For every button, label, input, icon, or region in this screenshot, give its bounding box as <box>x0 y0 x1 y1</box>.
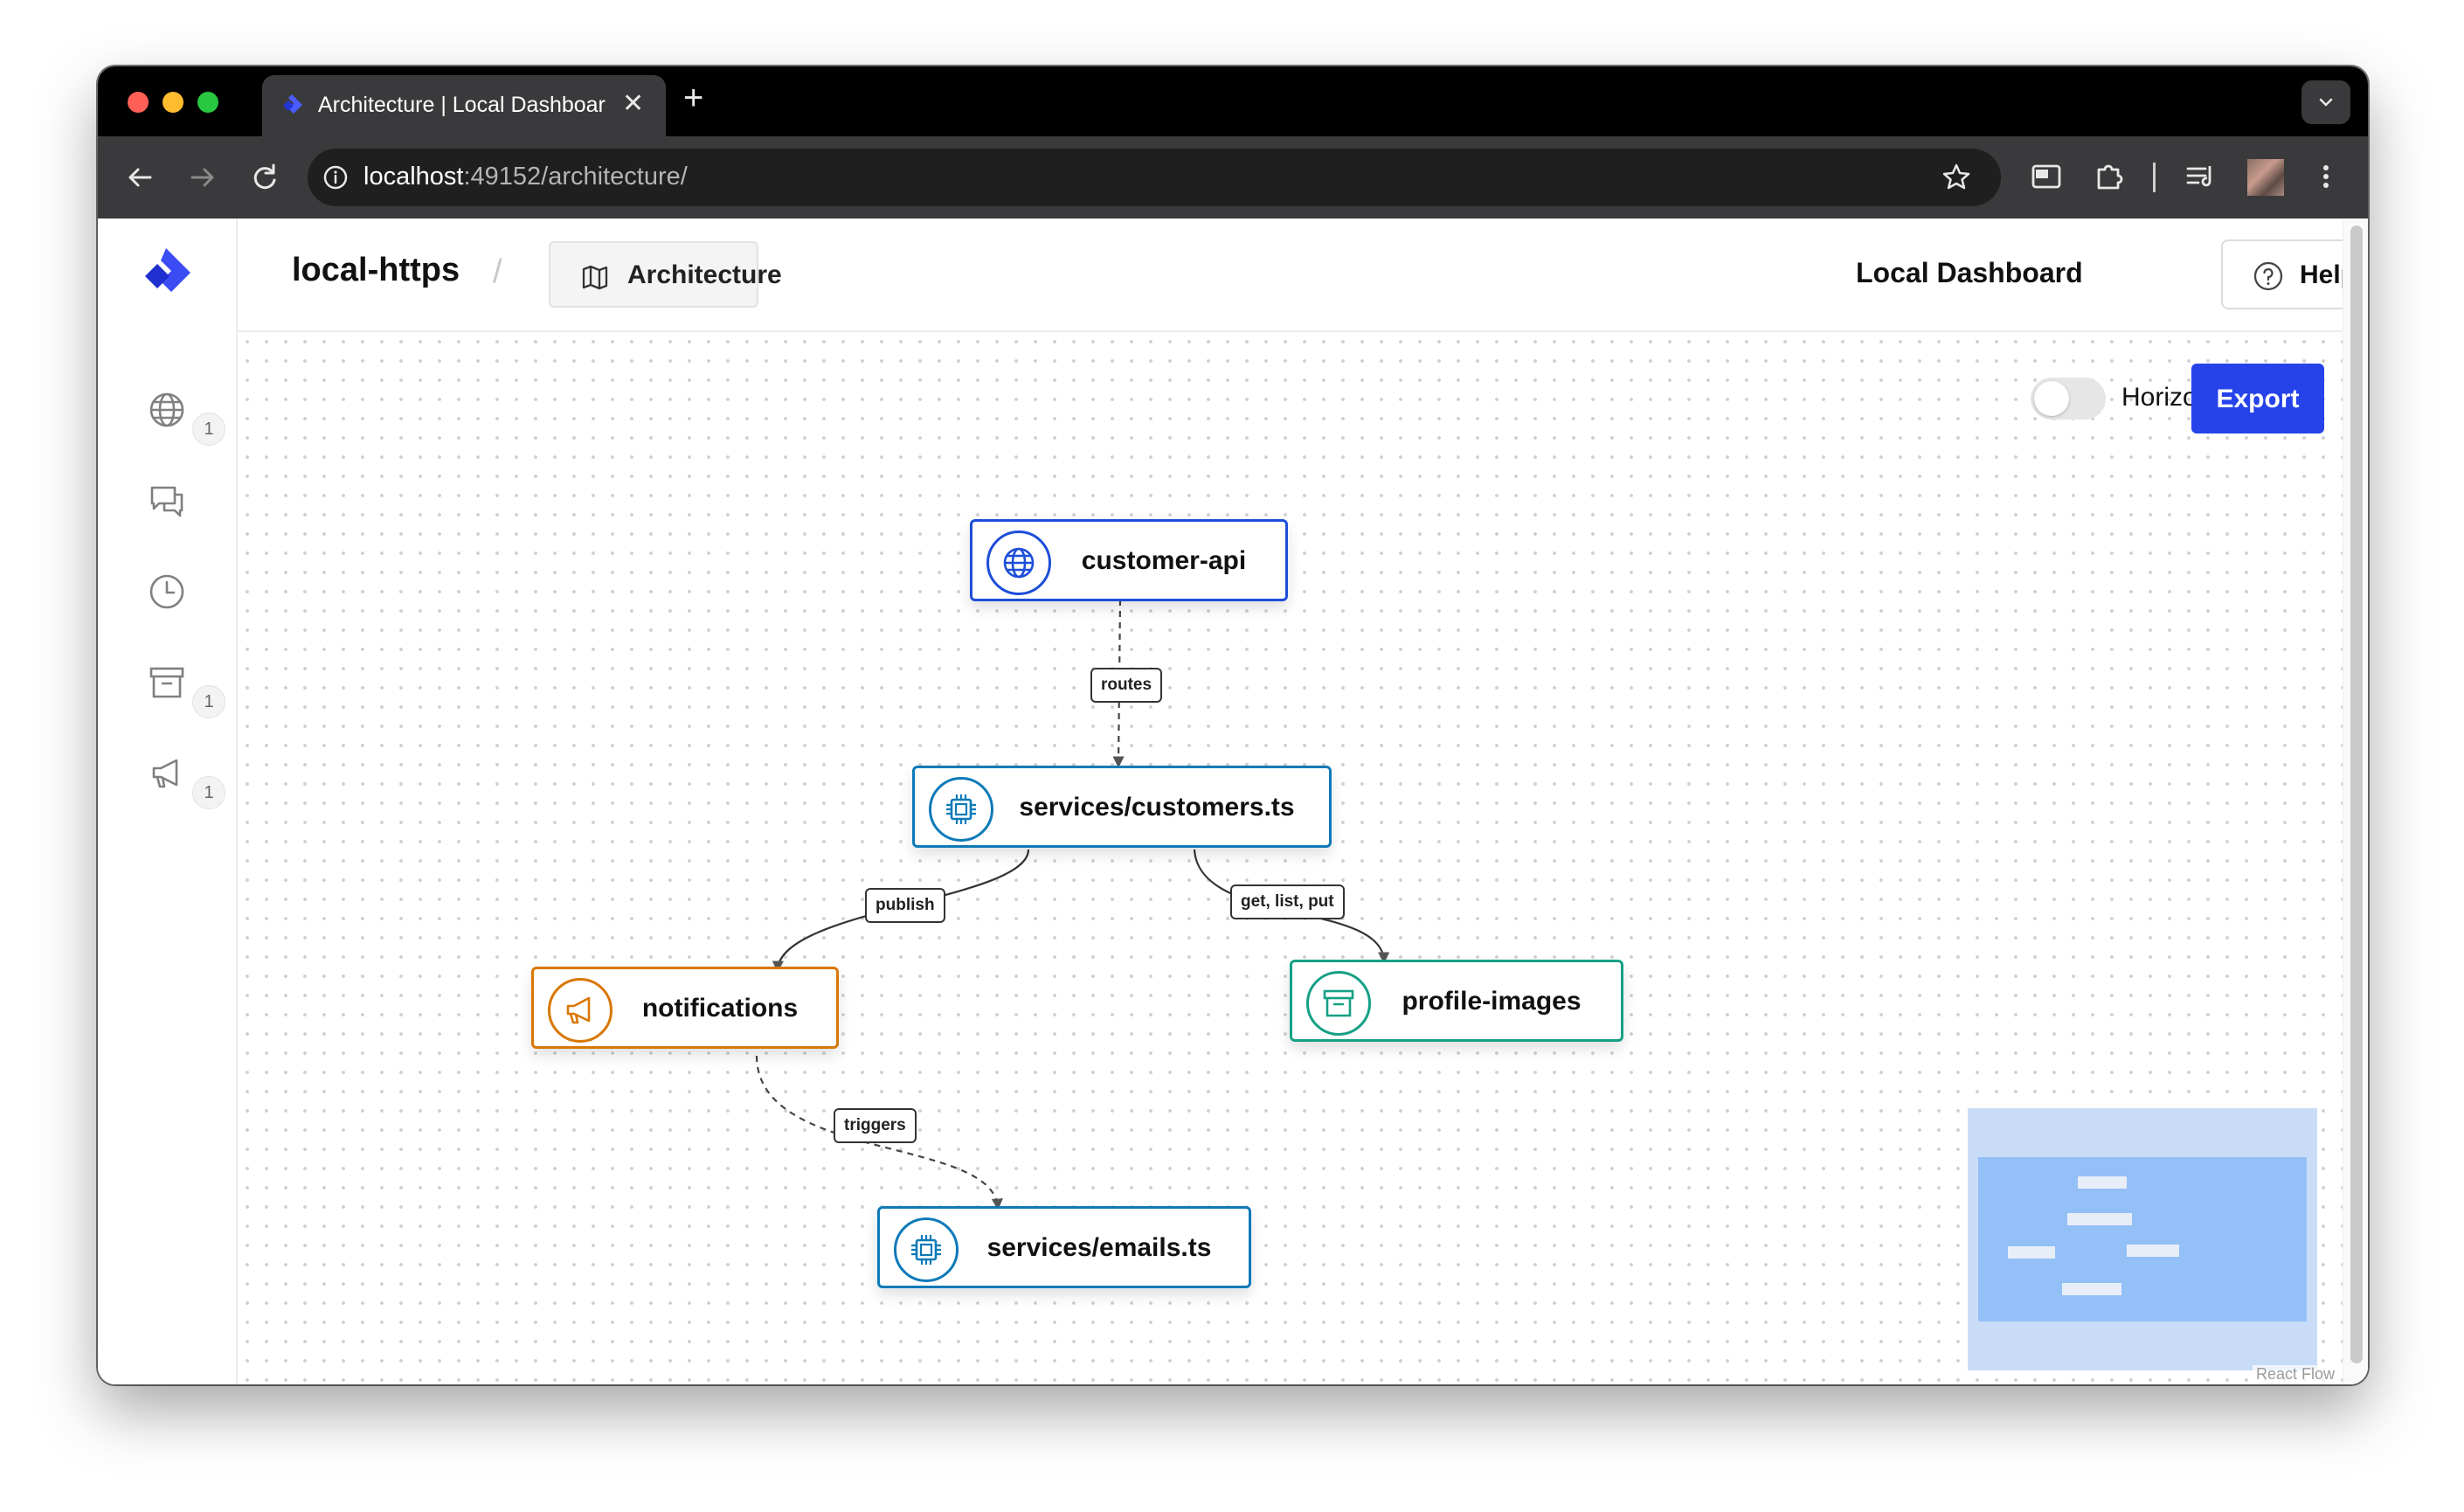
page-scrollbar[interactable] <box>2343 218 2368 1384</box>
sidebar-badge-storage: 1 <box>192 685 225 718</box>
url-text: localhost:49152/architecture/ <box>363 163 688 191</box>
minimap-viewport[interactable] <box>1978 1157 2307 1321</box>
node-notifications[interactable]: notifications <box>531 967 839 1049</box>
node-icon-badge <box>1306 971 1371 1036</box>
bookmark-star-icon[interactable] <box>1940 161 1973 194</box>
address-bar[interactable]: localhost:49152/architecture/ <box>308 149 2001 206</box>
sidebar-item-api[interactable] <box>147 390 187 434</box>
sidebar-item-messages[interactable] <box>147 481 187 525</box>
node-customer-api[interactable]: customer-api <box>970 519 1288 601</box>
node-icon-badge <box>548 978 613 1043</box>
more-menu-icon[interactable] <box>2315 157 2336 196</box>
megaphone-icon <box>152 759 178 788</box>
node-icon-badge <box>986 531 1051 595</box>
minimize-window-button[interactable] <box>163 92 183 113</box>
browser-window: Architecture | Local Dashboard ✕ + <box>98 66 2368 1384</box>
minimap-node <box>2078 1176 2127 1189</box>
globe-icon <box>149 392 184 427</box>
edge-label-triggers: triggers <box>834 1108 917 1143</box>
maximize-window-button[interactable] <box>197 92 218 113</box>
picture-in-picture-icon[interactable] <box>2027 157 2066 196</box>
horizontal-layout-toggle[interactable] <box>2031 378 2106 420</box>
edge-label-routes: routes <box>1090 668 1163 703</box>
sidebar-badge-api: 1 <box>192 413 225 446</box>
node-label: customer-api <box>1081 546 1247 575</box>
close-window-button[interactable] <box>128 92 149 113</box>
edge-triggers <box>755 1055 1003 1210</box>
app-content: 1 1 <box>98 218 2368 1384</box>
flow-canvas[interactable]: routes publish get, list, put triggers c… <box>238 332 2343 1384</box>
help-circle-icon <box>2253 261 2283 291</box>
minimap-node <box>2127 1245 2179 1257</box>
tab-title: Architecture | Local Dashboard <box>318 93 606 117</box>
site-info-icon[interactable] <box>322 163 350 191</box>
export-button[interactable]: Export <box>2191 364 2324 433</box>
toolbar-divider <box>2153 163 2156 192</box>
minimap[interactable] <box>1968 1108 2317 1370</box>
tab-close-icon[interactable]: ✕ <box>622 89 645 118</box>
forward-arrow-icon[interactable] <box>182 157 222 198</box>
browser-toolbar: localhost:49152/architecture/ <box>98 136 2368 218</box>
node-profile-images[interactable]: profile-images <box>1290 960 1623 1042</box>
node-icon-badge <box>929 777 993 842</box>
archive-icon <box>1323 989 1354 1017</box>
reload-icon[interactable] <box>245 157 285 198</box>
dashboard-title: Local Dashboard <box>1856 257 2083 288</box>
map-icon <box>582 265 608 290</box>
sidebar-item-cron[interactable] <box>147 572 187 616</box>
sidebar-badge-pubsub: 1 <box>192 776 225 809</box>
extensions-puzzle-icon[interactable] <box>2090 157 2128 196</box>
chip-icon <box>946 794 976 824</box>
megaphone-icon <box>566 996 591 1024</box>
back-arrow-icon[interactable] <box>121 157 161 198</box>
toggle-knob <box>2034 381 2069 416</box>
node-services-customers[interactable]: services/customers.ts <box>912 766 1332 848</box>
chip-icon <box>911 1235 941 1265</box>
media-queue-icon[interactable] <box>2181 157 2219 196</box>
scrollbar-thumb[interactable] <box>2350 225 2363 1363</box>
archive-icon <box>149 667 184 698</box>
new-tab-icon[interactable]: + <box>683 79 704 117</box>
node-label: profile-images <box>1402 987 1582 1016</box>
clock-icon <box>149 574 184 609</box>
globe-icon <box>1003 547 1035 579</box>
node-services-emails[interactable]: services/emails.ts <box>877 1206 1251 1288</box>
minimap-node <box>2067 1213 2132 1225</box>
breadcrumb-architecture[interactable]: Architecture <box>549 241 782 308</box>
node-icon-badge <box>894 1217 959 1282</box>
node-label: services/customers.ts <box>1019 793 1295 822</box>
encore-logo-icon <box>283 94 302 114</box>
project-name[interactable]: local-https <box>292 252 460 288</box>
chat-icon <box>150 486 183 517</box>
minimap-node <box>2008 1246 2055 1259</box>
browser-titlebar: Architecture | Local Dashboard ✕ + <box>98 66 2368 136</box>
breadcrumb-separator: / <box>493 253 502 290</box>
tab-search-button[interactable] <box>2301 80 2350 124</box>
profile-avatar[interactable] <box>2247 159 2284 196</box>
sidebar-item-storage[interactable] <box>147 662 187 707</box>
react-flow-attribution[interactable]: React Flow <box>2253 1365 2339 1384</box>
node-label: services/emails.ts <box>986 1233 1212 1262</box>
encore-logo-icon[interactable] <box>142 246 194 304</box>
breadcrumb-label: Architecture <box>627 260 782 289</box>
edge-label-publish: publish <box>865 888 945 923</box>
sidebar-item-pubsub[interactable] <box>147 753 187 798</box>
minimap-node <box>2062 1283 2121 1295</box>
node-label: notifications <box>641 994 799 1023</box>
chevron-down-icon <box>2319 98 2333 107</box>
sidebar: 1 1 <box>98 218 238 1384</box>
page-header: local-https / Architecture Local Dashboa… <box>238 218 2368 332</box>
edge-label-get-list-put: get, list, put <box>1230 884 1345 919</box>
browser-tab-active[interactable]: Architecture | Local Dashboard ✕ <box>262 75 666 136</box>
